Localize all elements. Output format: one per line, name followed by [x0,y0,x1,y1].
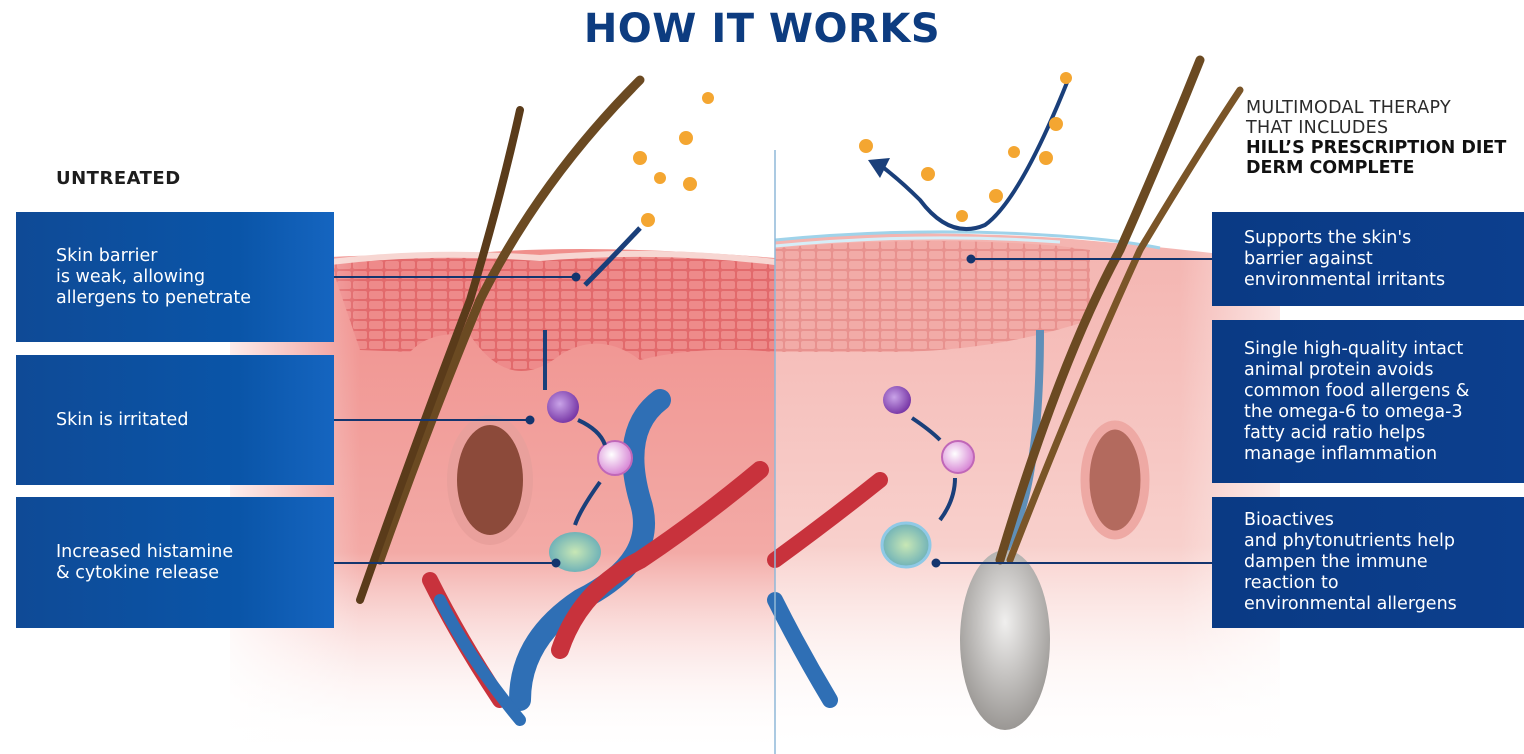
treatment-heading-line: THAT INCLUDES [1246,118,1524,138]
callout-text: Single high-quality intact animal protei… [1244,339,1469,465]
callout-bioactives: Bioactives and phytonutrients help dampe… [1212,497,1524,628]
allergen-particle-icon [633,92,714,227]
mast-cell-icon [882,523,930,567]
immune-cell-icon [598,441,632,475]
callout-text: Bioactives and phytonutrients help dampe… [1244,510,1457,615]
page-title: HOW IT WORKS [0,6,1524,52]
callout-supports-barrier: Supports the skin's barrier against envi… [1212,212,1524,306]
callout-text: Supports the skin's barrier against envi… [1244,228,1445,291]
treatment-heading-line: MULTIMODAL THERAPY [1246,98,1524,118]
immune-cell-icon [942,441,974,473]
callout-text: Increased histamine & cytokine release [56,542,233,584]
immune-cell-icon [883,386,911,414]
product-name-line: DERM COMPLETE [1246,158,1524,178]
untreated-heading: UNTREATED [56,168,181,189]
callout-single-protein: Single high-quality intact animal protei… [1212,320,1524,483]
immune-cell-icon [547,391,579,423]
treatment-heading: MULTIMODAL THERAPY THAT INCLUDES HILL’S … [1246,98,1524,178]
callout-histamine-release: Increased histamine & cytokine release [16,497,334,628]
hair-follicle-icon [960,550,1050,730]
product-name-line: HILL’S PRESCRIPTION DIET [1246,138,1524,158]
callout-skin-barrier-weak: Skin barrier is weak, allowing allergens… [16,212,334,342]
callout-text: Skin is irritated [56,410,188,431]
callout-skin-irritated: Skin is irritated [16,355,334,485]
callout-text: Skin barrier is weak, allowing allergens… [56,246,251,309]
